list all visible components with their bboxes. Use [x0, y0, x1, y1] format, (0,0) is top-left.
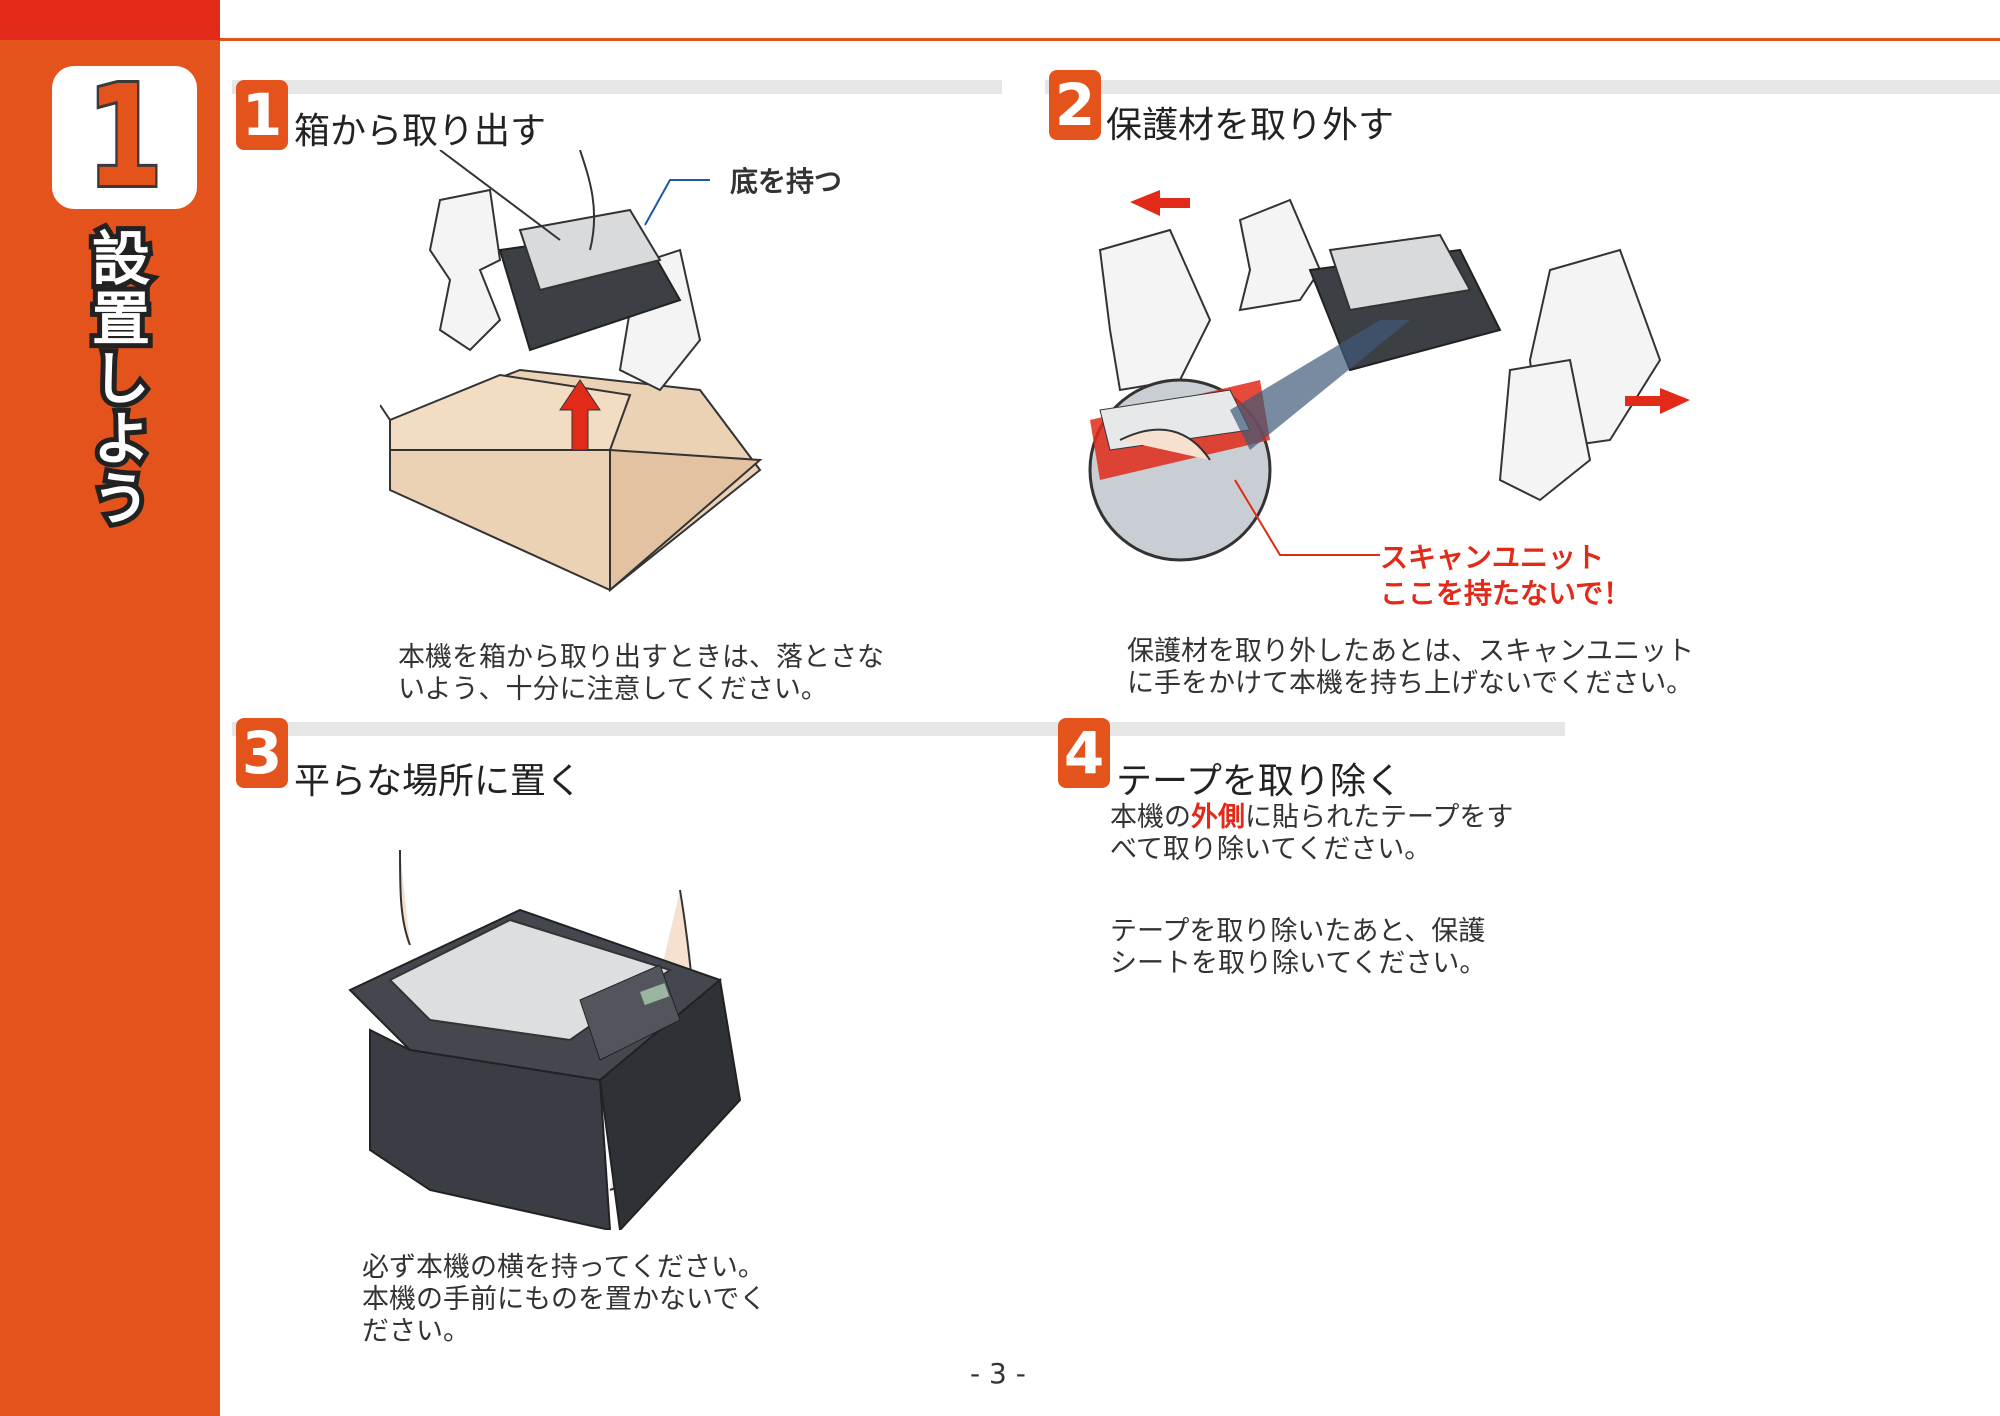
step-2-text: 保護材を取り外したあとは、スキャンユニット に手をかけて本機を持ち上げないでくだ…	[1127, 636, 1694, 700]
step-3-badge: 3	[236, 718, 288, 788]
chapter-title: 設置しよう	[77, 223, 155, 533]
step-4-text-pre: 本機の	[1110, 802, 1191, 833]
step-3-text-line: 本機の手前にものを置かないでく	[362, 1284, 767, 1315]
step-3-text: 必ず本機の横を持ってください。 本機の手前にものを置かないでく ださい。	[362, 1252, 766, 1348]
step-1-text: 本機を箱から取り出すときは、落とさな いよう、十分に注意してください。	[398, 642, 884, 706]
page-number: - 3 -	[970, 1357, 1026, 1390]
step-2-warning: スキャンユニット ここを持たないで！	[1380, 540, 1631, 612]
step-4-text-emphasis: 外側	[1191, 802, 1245, 833]
chapter-sidebar	[0, 0, 220, 1416]
top-rule	[220, 38, 2000, 41]
step-2-warning-line: スキャンユニット	[1380, 541, 1605, 574]
step-2-illustration	[1088, 190, 1690, 562]
step-2-badge: 2	[1049, 70, 1101, 140]
step-2-bar	[1045, 80, 2000, 94]
step-4-text-2-line: テープを取り除いたあと、保護	[1110, 916, 1486, 947]
step-4-text-line-1: 本機の外側に貼られたテープをす	[1110, 802, 1513, 834]
step-2-warning-line: ここを持たないで！	[1380, 577, 1632, 610]
step-4-text-line-2: べて取り除いてください。	[1110, 834, 1432, 865]
step-1-text-line: 本機を箱から取り出すときは、落とさな	[398, 642, 884, 673]
step-4-text-2-line: シートを取り除いてください。	[1110, 948, 1487, 979]
step-4-title: テープを取り除く	[1116, 761, 1402, 802]
step-1-title: 箱から取り出す	[294, 111, 547, 152]
step-4-text-2: テープを取り除いたあと、保護 シートを取り除いてください。	[1110, 916, 1486, 980]
chapter-number: 1	[84, 55, 165, 219]
step-2-text-line: 保護材を取り外したあとは、スキャンユニット	[1127, 636, 1694, 667]
step-1-callout: 底を持つ	[730, 165, 843, 198]
step-3-text-line: 必ず本機の横を持ってください。	[362, 1252, 765, 1283]
step-1-illustration	[380, 150, 763, 593]
step-2-text-line: に手をかけて本機を持ち上げないでください。	[1127, 668, 1694, 699]
step-3-illustration	[348, 850, 742, 1230]
step-1-text-line: いよう、十分に注意してください。	[398, 674, 828, 705]
step-4-badge: 4	[1058, 718, 1110, 788]
step-2-title: 保護材を取り外す	[1106, 105, 1395, 146]
step-4-text-post: に貼られたテープをす	[1245, 802, 1514, 833]
step-4-text: 本機の外側に貼られたテープをす べて取り除いてください。	[1110, 802, 1513, 866]
step-3-bar	[232, 722, 1565, 736]
step-3-text-line: ださい。	[362, 1316, 470, 1347]
sidebar-top-strip	[0, 0, 220, 40]
step-1-bar	[232, 80, 1002, 94]
step-1-badge: 1	[236, 80, 288, 150]
chapter-number-box: 1	[52, 55, 197, 219]
step-3-title: 平らな場所に置く	[294, 761, 583, 802]
